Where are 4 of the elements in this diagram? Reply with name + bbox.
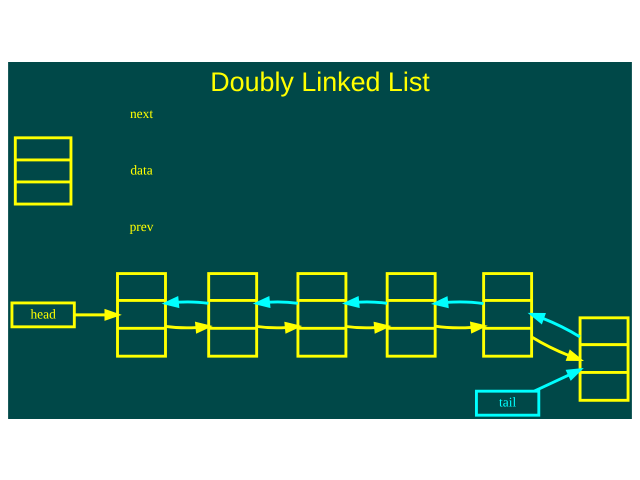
- node-label: next: [130, 105, 154, 120]
- diagram-title: Doubly Linked List: [210, 66, 430, 97]
- node-label: prev: [130, 218, 154, 234]
- node-label: data: [130, 162, 153, 177]
